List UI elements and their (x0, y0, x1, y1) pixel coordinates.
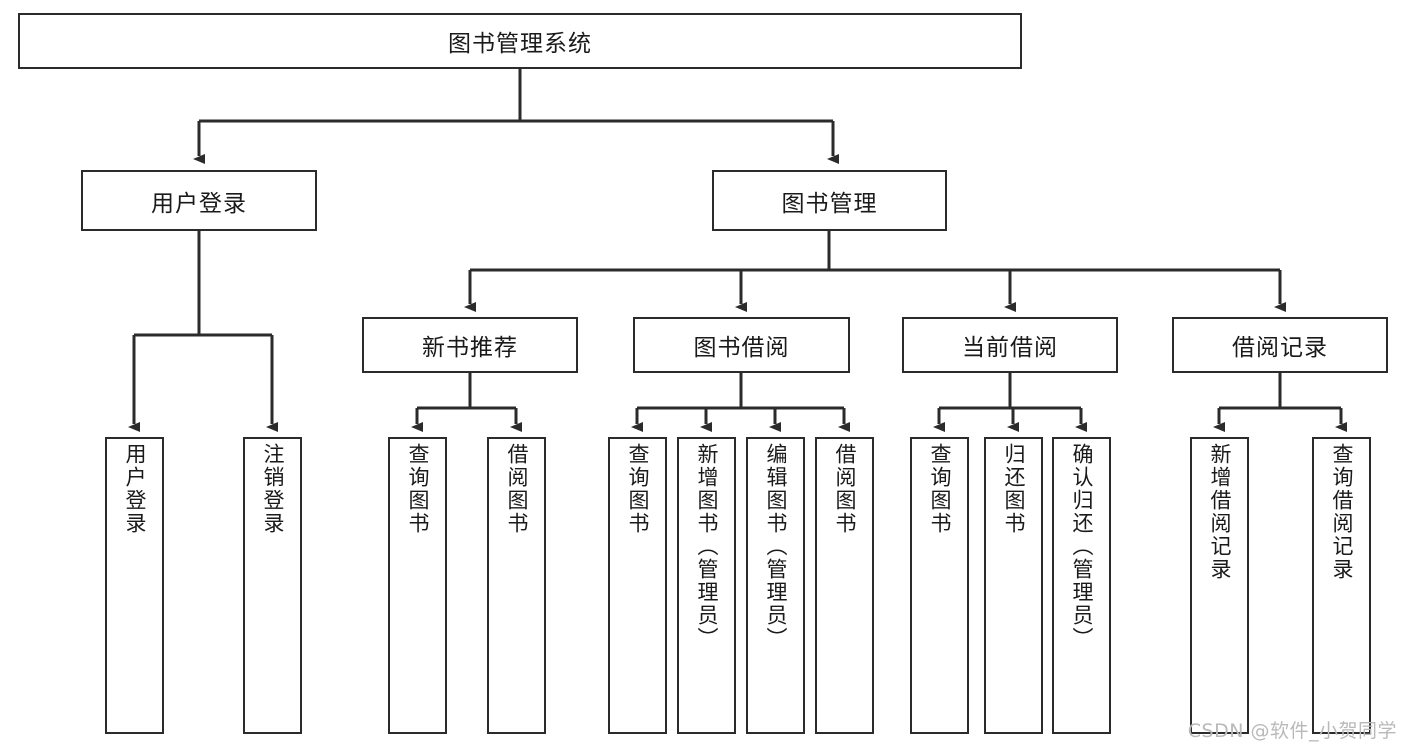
leaf-user-login[interactable]: 用户登录 (105, 437, 164, 734)
leaf-label: 新增借阅记录 (1208, 443, 1232, 581)
leaf-label: 查询图书 (928, 443, 952, 535)
leaf-edit-book-admin[interactable]: 编辑图书（管理员） (746, 437, 805, 734)
leaf-label: 归还图书 (1002, 443, 1026, 535)
node-user-login-label: 用户登录 (151, 190, 247, 217)
leaf-label: 确认归还（管理员） (1070, 443, 1094, 650)
node-new-book-recommend[interactable]: 新书推荐 (362, 317, 578, 373)
leaf-search-book-borrow[interactable]: 查询图书 (608, 437, 667, 734)
edges-level2-bookmgmt (464, 231, 1286, 312)
node-borrow-records[interactable]: 借阅记录 (1172, 317, 1388, 373)
leaf-confirm-return-admin[interactable]: 确认归还（管理员） (1052, 437, 1111, 734)
leaf-label: 借阅图书 (505, 443, 529, 535)
node-book-management[interactable]: 图书管理 (712, 170, 947, 231)
node-book-borrow[interactable]: 图书借阅 (633, 317, 850, 373)
node-borrow-records-label: 借阅记录 (1232, 335, 1328, 361)
edges-current-children (933, 373, 1087, 432)
leaf-return-book[interactable]: 归还图书 (984, 437, 1043, 734)
edges-borrow-children (631, 373, 850, 432)
node-current-borrow-label: 当前借阅 (962, 335, 1058, 361)
leaf-add-borrow-record[interactable]: 新增借阅记录 (1190, 437, 1249, 734)
leaf-label: 注销登录 (261, 443, 285, 535)
edges-newbook-children (411, 373, 522, 432)
leaf-search-book-recommend[interactable]: 查询图书 (388, 437, 447, 734)
csdn-watermark: CSDN @软件_小贺同学 (1187, 720, 1397, 742)
leaf-label: 查询图书 (406, 443, 430, 535)
node-new-book-recommend-label: 新书推荐 (422, 335, 518, 361)
leaf-label: 借阅图书 (833, 443, 857, 535)
leaf-borrow-book[interactable]: 借阅图书 (815, 437, 874, 734)
leaf-label: 用户登录 (123, 443, 147, 535)
leaf-borrow-book-recommend[interactable]: 借阅图书 (487, 437, 546, 734)
node-current-borrow[interactable]: 当前借阅 (902, 317, 1118, 373)
edges-records-children (1213, 373, 1347, 432)
node-book-borrow-label: 图书借阅 (693, 335, 790, 361)
edges-level1 (193, 69, 839, 164)
node-root-label: 图书管理系统 (448, 31, 592, 57)
leaf-label: 新增图书（管理员） (695, 443, 719, 650)
leaf-label: 查询图书 (626, 443, 650, 535)
node-user-login[interactable]: 用户登录 (81, 170, 317, 231)
leaf-search-book-current[interactable]: 查询图书 (910, 437, 969, 734)
leaf-label: 编辑图书（管理员） (764, 443, 788, 650)
leaf-label: 查询借阅记录 (1330, 443, 1354, 581)
leaf-user-logout[interactable]: 注销登录 (243, 437, 302, 734)
leaf-search-borrow-record[interactable]: 查询借阅记录 (1312, 437, 1371, 734)
node-root-system[interactable]: 图书管理系统 (18, 13, 1022, 69)
edges-userlogin-children (128, 231, 278, 432)
node-book-management-label: 图书管理 (781, 190, 878, 217)
leaf-add-book-admin[interactable]: 新增图书（管理员） (677, 437, 736, 734)
